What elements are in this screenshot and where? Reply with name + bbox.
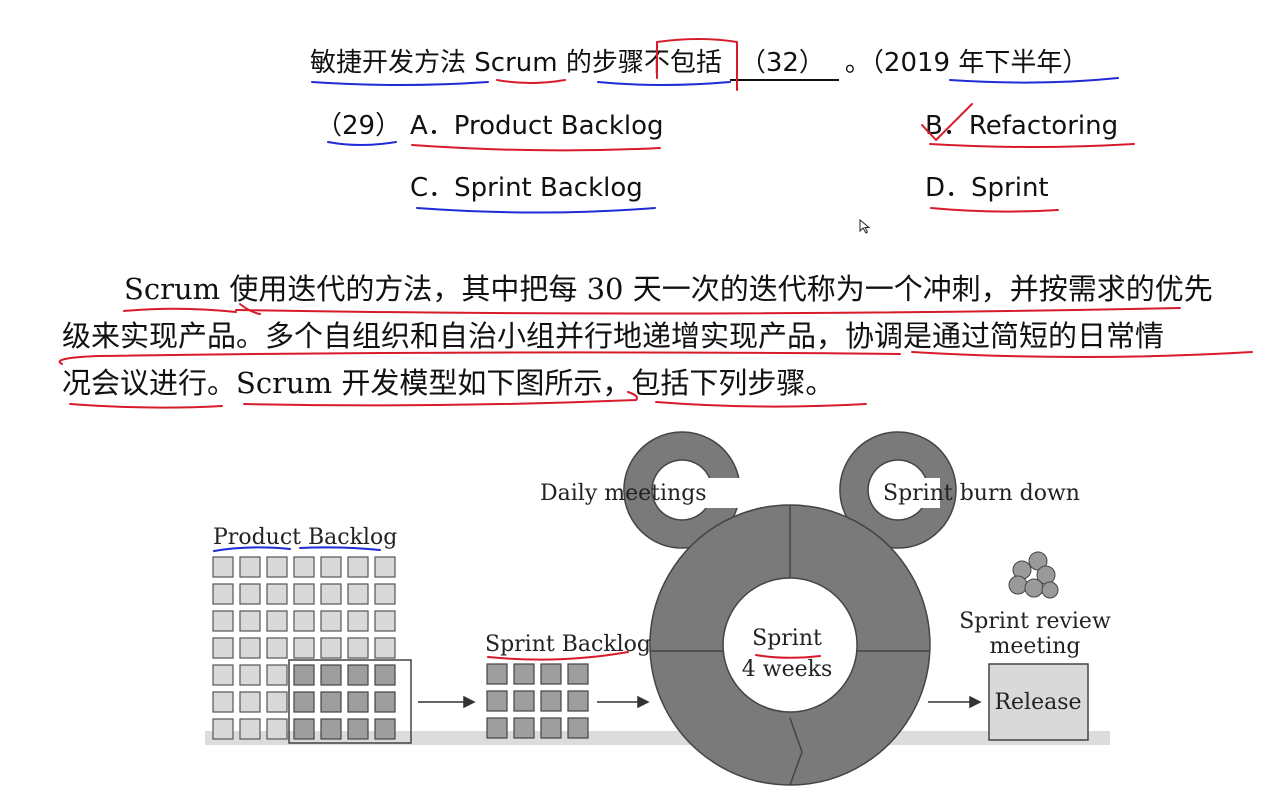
question-number: （29）	[316, 111, 402, 141]
daily-meetings-ring	[623, 431, 741, 549]
question-source: 。（2019 年下半年）	[844, 48, 1089, 78]
team-cluster-icon	[1008, 551, 1059, 599]
question-stem-text: 敏捷开发方法 Scrum 的步骤不包括	[310, 48, 722, 78]
label-sprint: Sprint	[752, 626, 822, 651]
label-product-backlog: Product Backlog	[213, 525, 397, 550]
label-daily-meetings: Daily meetings	[540, 481, 707, 506]
sprint-burn-down-ring	[839, 431, 957, 549]
option-a: A．Product Backlog	[410, 111, 664, 141]
label-review-1: Sprint review	[959, 609, 1111, 634]
label-sprint-backlog: Sprint Backlog	[485, 632, 651, 657]
sprint-backlog-grid	[486, 663, 589, 739]
label-release: Release	[994, 690, 1081, 715]
cursor-icon	[859, 219, 871, 234]
explanation-line-2: 级来实现产品。多个自组织和自治小组并行地递增实现产品，协调是通过简短的日常情	[62, 319, 1165, 353]
label-sprint-burn-down: Sprint burn down	[883, 481, 1080, 506]
sprint-cycle-ring	[649, 504, 931, 786]
question-stem: 敏捷开发方法 Scrum 的步骤不包括（32）。（2019 年下半年）	[310, 42, 1088, 81]
option-d: D．Sprint	[925, 173, 1049, 203]
question-blank: （32）	[729, 42, 839, 81]
label-four-weeks: 4 weeks	[742, 657, 832, 682]
release-box	[988, 663, 1089, 741]
option-c: C．Sprint Backlog	[410, 173, 643, 203]
label-review-2: meeting	[989, 634, 1080, 659]
flow-arrows	[418, 695, 982, 709]
product-backlog-grid	[212, 556, 412, 744]
explanation-line-1: Scrum 使用迭代的方法，其中把每 30 天一次的迭代称为一个冲刺，并按需求的…	[124, 272, 1213, 306]
